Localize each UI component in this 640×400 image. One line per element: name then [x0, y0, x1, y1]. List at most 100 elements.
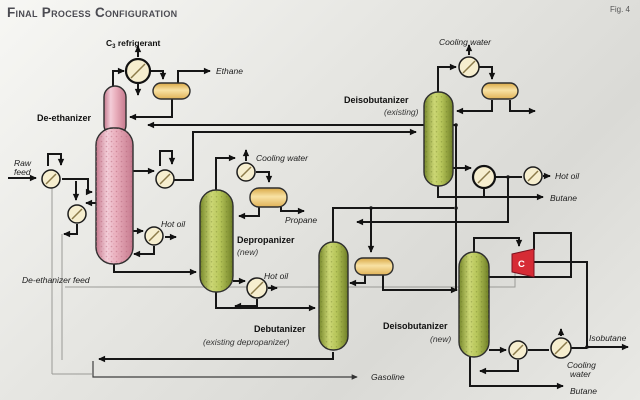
compressor-body [511, 248, 535, 278]
depropanizer-reboiler-slash [250, 281, 264, 295]
c3-base: C [106, 38, 112, 48]
label-deethanizer-feed: De-ethanizer feed [22, 275, 90, 285]
debutanizer-texture [319, 242, 348, 350]
junction-vertical-to-new-column [450, 125, 458, 294]
drum-product-line-2 [509, 100, 536, 115]
deisobutanizer-reboiler-slash [477, 170, 491, 184]
c3-sub: 3 [112, 44, 116, 50]
deiso-existing-reflux-line [456, 100, 493, 115]
junction-dot [369, 206, 373, 210]
junction-dot [506, 175, 510, 179]
raw-feed-exchanger [41, 169, 61, 189]
label-hot-oil-depropanizer: Hot oil [264, 271, 289, 281]
label-deisobutanizer-new-note: (new) [430, 334, 451, 344]
label-depropanizer-note: (new) [237, 247, 258, 257]
propane-accumulator-drum [249, 187, 288, 208]
deiso-new-overhead-line [473, 237, 523, 252]
bottoms-to-depropanizer-line [113, 264, 197, 276]
label-raw-feed-2: feed [14, 167, 31, 177]
label-isobutane: Isobutane [589, 333, 627, 343]
compressor-symbol: C [511, 248, 535, 278]
page-title: Final Process Configuration [7, 5, 177, 20]
label-butane-bottom: Butane [570, 386, 597, 396]
gasoline-line [92, 361, 358, 380]
ethane-line [177, 67, 211, 83]
side-exchanger-slash [159, 173, 171, 185]
compressor-letter: C [518, 259, 525, 270]
c3-rest: refrigerant [115, 38, 160, 48]
junction-dots [369, 123, 589, 349]
deiso-new-loop-line [479, 360, 519, 375]
condenser-to-drum-line [150, 70, 167, 80]
label-hot-oil-deethanizer: Hot oil [161, 219, 186, 229]
depropanizer-reboiler-exchanger [246, 277, 268, 299]
butane-right-line [437, 186, 544, 201]
c3-condenser-slash [130, 63, 146, 79]
deethanizer-feed-line [65, 262, 516, 288]
figure-number: Fig. 4 [610, 5, 631, 14]
reflux-line [129, 99, 173, 121]
debutanizer-reflux-line [349, 275, 366, 287]
depropanizer-reflux-line [238, 207, 260, 220]
hot-oil-exchanger-slash [527, 170, 539, 182]
label-cooling-water-depropanizer: Cooling water [256, 153, 309, 163]
deethanizer-side-exchanger [155, 169, 175, 189]
side-exchanger-hairpin [159, 150, 176, 166]
debutanizer-column [318, 241, 349, 351]
ethane-accumulator-drum [152, 82, 191, 100]
depropanizer-texture [200, 190, 233, 292]
deiso-new-exchanger-1-slash [512, 344, 524, 356]
depropanizer-condenser-exchanger [236, 162, 256, 182]
deethanizer-texture [96, 128, 133, 264]
label-debutanizer: Debutanizer [254, 324, 306, 334]
exchanger-loop-line [63, 224, 78, 238]
debutanizer-accumulator-drum [354, 257, 394, 276]
feed-exchanger-2-slash [71, 208, 83, 220]
label-cooling-water-new-1: Cooling [567, 360, 596, 370]
raw-feed-exchanger-slash [45, 173, 57, 185]
junction-dot [454, 206, 458, 210]
label-ethane: Ethane [216, 66, 243, 76]
debutanizer-overhead-line [332, 207, 454, 242]
product-cooler-slash [554, 341, 568, 355]
deisobutanizer-new-column [458, 251, 490, 358]
depropanizer-bottoms-line [215, 292, 316, 312]
label-debutanizer-note: (existing depropanizer) [203, 337, 290, 347]
compressor-discharge-line [466, 232, 572, 281]
label-depropanizer: Depropanizer [237, 235, 295, 245]
label-raw-feed-1: Raw [14, 158, 32, 168]
deisobutanizer-condenser-slash [462, 60, 476, 74]
label-deisobutanizer-new: Deisobutanizer [383, 321, 448, 331]
butane-bottom-line [469, 357, 564, 390]
hot-oil-exchanger-right [523, 166, 543, 186]
debutanizer-bottoms-line [98, 352, 334, 363]
isobutane-line [534, 261, 629, 351]
depropanizer-overhead-line [215, 154, 236, 192]
label-gasoline: Gasoline [371, 372, 405, 382]
propane-line [280, 207, 305, 215]
drum-product-line [382, 275, 454, 291]
heat-exchangers [41, 56, 572, 360]
deiso-existing-overhead-line [437, 63, 457, 92]
product-cooler-exchanger [550, 337, 572, 359]
deethanizer-column [95, 85, 134, 265]
deisobutanizer-existing-texture [424, 92, 453, 186]
label-cooling-water-new-2: water [570, 369, 592, 379]
deethanizer-reboiler-exchanger [144, 226, 164, 246]
deisobutanizer-new-texture [459, 252, 489, 357]
depropanizer-column [199, 189, 234, 293]
piping-lines [8, 44, 629, 390]
condenser-to-drum-line-3 [479, 66, 496, 80]
label-cooling-water-deisobutanizer: Cooling water [439, 37, 492, 47]
condenser-to-drum-line-2 [256, 171, 273, 183]
junction-dot [585, 345, 589, 349]
label-c3-refrigerant: C3 refrigerant [106, 38, 161, 50]
label-propane: Propane [285, 215, 317, 225]
reboiler-return-line [133, 246, 155, 258]
label-deethanizer: De-ethanizer [37, 113, 92, 123]
label-butane-right: Butane [550, 193, 577, 203]
deiso-new-exchanger-1 [508, 340, 528, 360]
deethanizer-reboiler-slash [148, 230, 160, 242]
